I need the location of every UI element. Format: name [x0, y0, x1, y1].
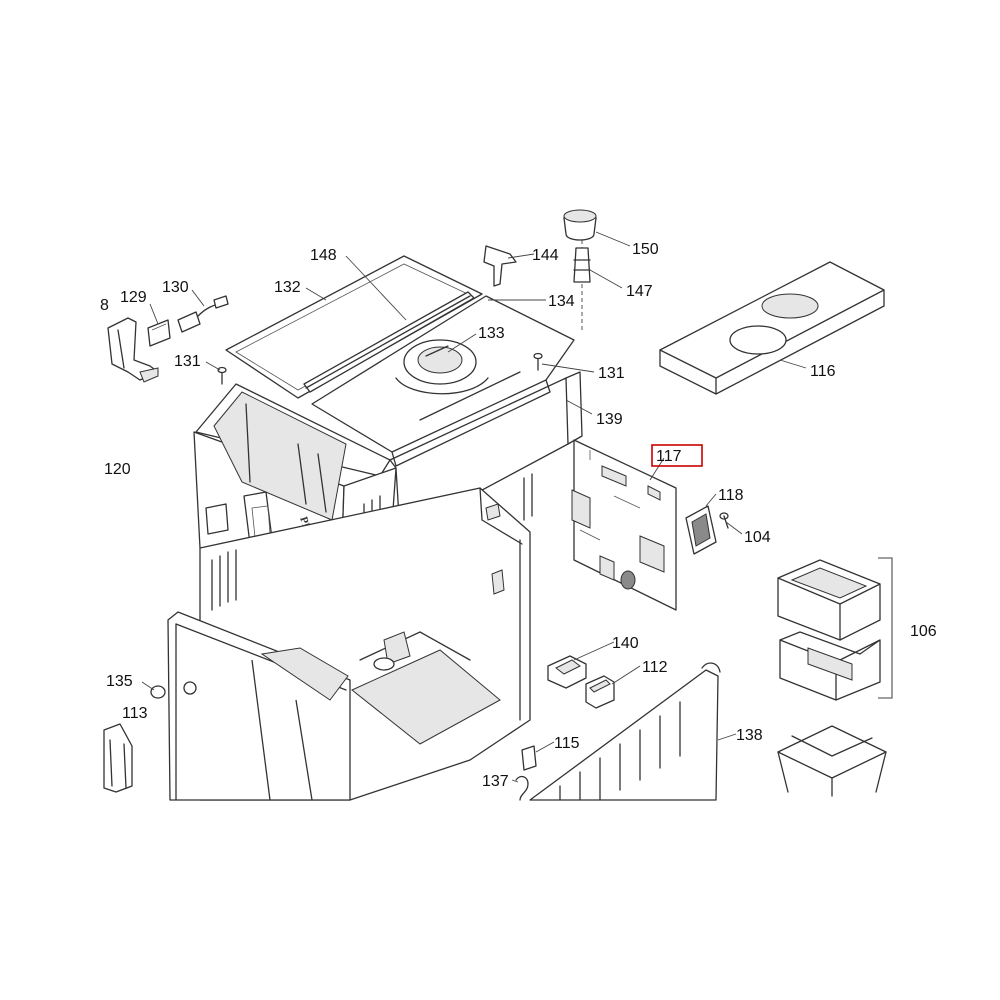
part-118-gasket	[685, 505, 717, 555]
callout-134: 134	[548, 293, 575, 310]
callout-115: 115	[554, 735, 580, 752]
part-106-bracket	[878, 557, 893, 699]
part-148-hinge-rod	[303, 291, 475, 393]
part-112-connector	[585, 675, 615, 709]
callout-147: 147	[626, 283, 653, 300]
part-135-o-ring	[150, 685, 166, 699]
part-133-bean-hopper-lid	[395, 339, 489, 395]
part-131-screw-right	[533, 352, 543, 371]
callout-104: 104	[744, 529, 771, 546]
callout-130: 130	[162, 279, 189, 296]
part-131-screw-left	[217, 366, 227, 385]
part-140-switch	[547, 655, 587, 689]
part-138-side-panel	[529, 662, 721, 801]
callout-140: 140	[612, 635, 639, 652]
callout-labels: 8 129 130 131 132 148 144 150 147 134 13…	[100, 241, 937, 790]
callout-138: 138	[736, 727, 763, 744]
callout-128: 8	[100, 297, 109, 314]
callout-116: 116	[810, 363, 836, 380]
callout-132: 132	[274, 279, 301, 296]
part-115-clip	[521, 745, 537, 771]
callout-139: 139	[596, 411, 623, 428]
callout-135: 135	[106, 673, 133, 690]
callout-133: 133	[478, 325, 505, 342]
callout-148: 148	[310, 247, 337, 264]
callout-144: 144	[532, 247, 559, 264]
callout-112: 112	[642, 659, 668, 676]
callout-118: 118	[718, 487, 744, 504]
callout-131-left: 131	[174, 353, 201, 370]
part-113-drawer	[103, 723, 133, 793]
highlight-box-117	[651, 444, 703, 467]
part-129-card	[147, 319, 171, 347]
callout-117: 117	[656, 448, 682, 465]
part-147-shaft	[573, 240, 591, 330]
callout-120: 120	[104, 461, 131, 478]
part-144-clip	[483, 245, 517, 287]
part-116-cover-plate	[659, 261, 885, 395]
part-128-bracket	[107, 317, 159, 383]
callout-129: 129	[120, 289, 147, 306]
water-tank-frame	[167, 611, 351, 801]
packaging-box	[777, 725, 887, 797]
part-150-knob	[563, 209, 597, 241]
callout-113: 113	[122, 705, 148, 722]
callout-150: 150	[632, 241, 659, 258]
callout-106: 106	[910, 623, 937, 640]
callout-137: 137	[482, 773, 509, 790]
leader-lines	[141, 231, 807, 783]
part-137-hook	[515, 775, 529, 801]
part-117-circuit-board	[571, 439, 677, 611]
callout-131-right: 131	[598, 365, 625, 382]
part-106-drip-tray-unit	[777, 559, 881, 701]
part-104-screw	[719, 512, 729, 529]
part-130-connector	[177, 295, 229, 333]
